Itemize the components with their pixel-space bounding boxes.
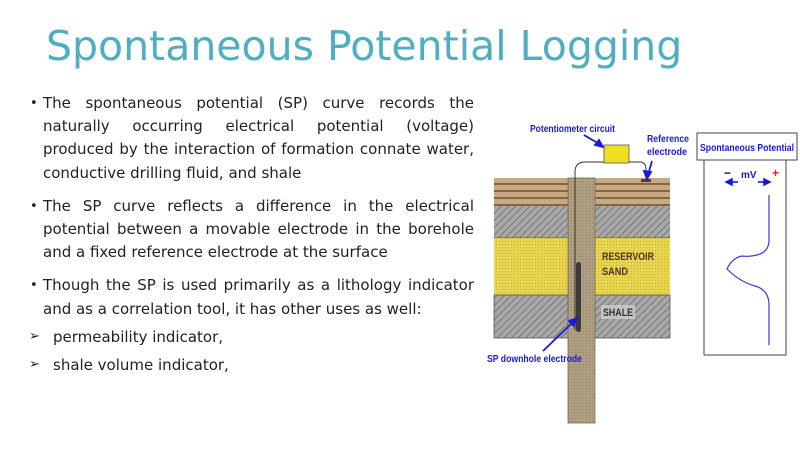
reservoir-label-line1: RESERVOIR [602,251,654,263]
downhole-electrode-tool [576,262,581,332]
bullet-text: Though the SP is used primarily as a lit… [43,276,474,318]
bullet-text: The spontaneous potential (SP) curve rec… [43,94,474,182]
bullet-sp-uses: • Though the SP is used primarily as a l… [28,274,474,320]
sp-curve [726,195,770,345]
reservoir-label-line2: SAND [602,266,628,278]
arrow-bullet-icon: ➢ [29,356,40,372]
potentiometer-label: Potentiometer circuit [530,123,615,135]
sp-log-track: Spontaneous Potential − + mV [696,132,798,356]
arrow-bullet-icon: ➢ [29,328,40,344]
reservoir-sand-left [494,238,568,295]
slide-title: Spontaneous Potential Logging [46,22,683,70]
bullet-dot-icon: • [30,96,38,111]
borehole [567,177,596,424]
bullet-sp-definition: • The spontaneous potential (SP) curve r… [28,92,474,185]
downhole-electrode-label: SP downhole electrode [487,353,582,365]
label-arrows [542,134,653,352]
sub-bullet-shale-volume: ➢ shale volume indicator, [28,353,474,377]
sp-logging-diagram: Potentiometer circuit Reference electrod… [480,105,800,449]
reference-electrode [641,179,651,182]
sub-bullet-permeability: ➢ permeability indicator, [28,325,474,349]
reservoir-sand-right [595,238,670,295]
sp-log-title-box [696,132,798,161]
reference-label-line1: Reference [647,133,689,145]
slide-body: • The spontaneous potential (SP) curve r… [28,92,474,377]
mv-label: mV [741,170,757,181]
sub-bullet-text: shale volume indicator, [53,355,229,374]
minus-sign: − [724,166,731,180]
sp-diagram-svg: Potentiometer circuit Reference electrod… [487,123,798,424]
potentiometer-box [603,144,630,164]
bullet-sp-difference: • The SP curve reflects a difference in … [28,195,474,265]
sub-bullet-text: permeability indicator, [53,327,224,346]
mv-arrows [724,177,772,187]
bullet-dot-icon: • [30,278,38,294]
bullet-text: The SP curve reflects a difference in th… [43,196,474,262]
upper-shale-right [595,206,670,238]
topsoil-layer-right [595,178,670,206]
sp-log-title: Spontaneous Potential [700,142,794,154]
shale-label-bg [601,305,635,319]
upper-shale-left [494,206,568,238]
plus-sign: + [772,166,779,180]
topsoil-layer-left [494,178,568,206]
lower-shale-left [493,294,569,339]
shale-label: SHALE [603,307,633,319]
reference-label-line2: electrode [647,146,687,158]
bullet-dot-icon: • [30,198,38,214]
